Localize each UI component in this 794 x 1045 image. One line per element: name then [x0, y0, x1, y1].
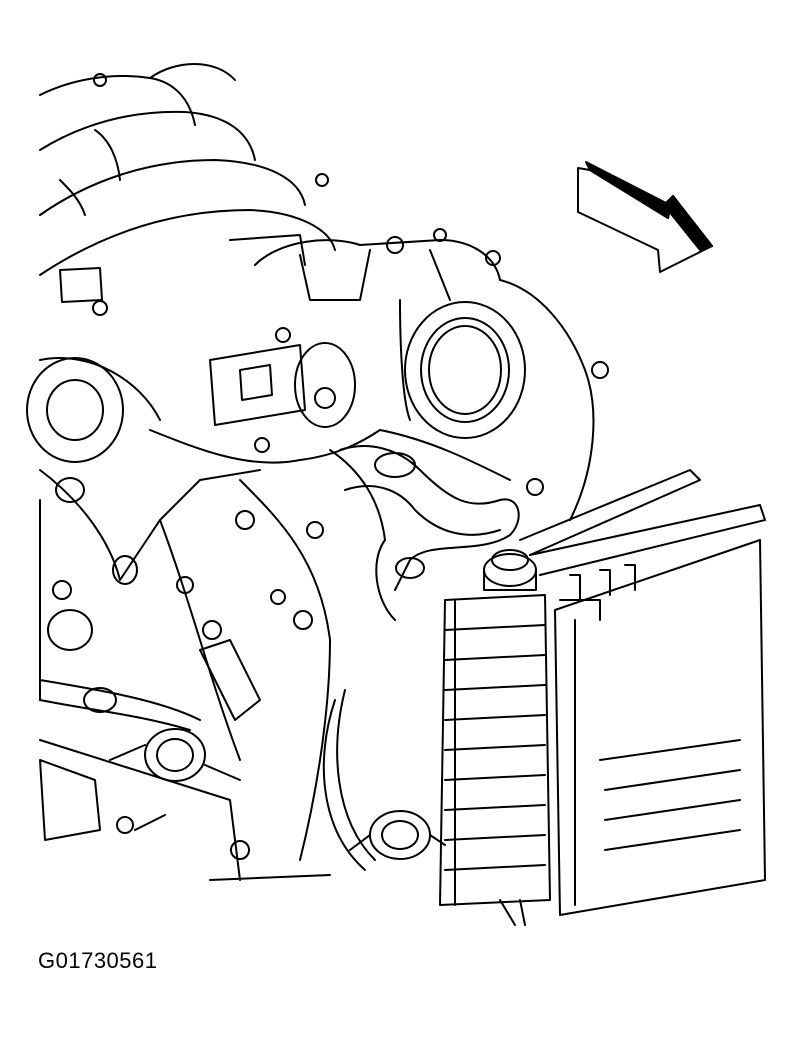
radiator-core [500, 470, 765, 925]
intake-manifold [40, 64, 335, 315]
radiator-cap [484, 550, 536, 590]
water-pump-pulley [27, 358, 160, 700]
coolant-tank [440, 595, 550, 905]
lower-hose-clamp [350, 811, 445, 859]
idle-actuator [210, 328, 355, 452]
throttle-body [230, 229, 525, 438]
engine-front-cover [110, 430, 380, 860]
upper-radiator-hose [340, 446, 519, 620]
crank-balancer [40, 680, 330, 880]
direction-arrow-icon [578, 162, 712, 272]
engine-cooling-diagram [0, 0, 794, 930]
engine-block-side [324, 280, 608, 870]
figure-id-label: G01730561 [38, 948, 158, 973]
